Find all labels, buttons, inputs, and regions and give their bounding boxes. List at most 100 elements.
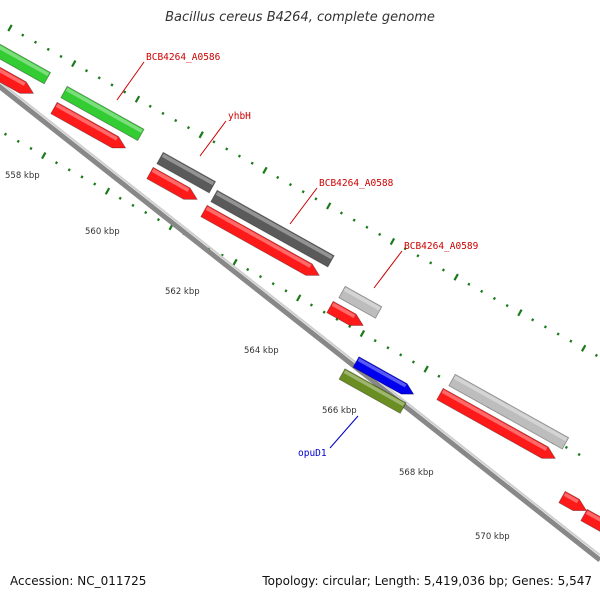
scale-label: 558 kbp <box>5 171 40 181</box>
scale-label: 562 kbp <box>165 287 200 297</box>
gene-red <box>558 490 588 512</box>
outer-tick <box>492 296 496 301</box>
outer-tick <box>480 289 484 293</box>
gene-red-highlight <box>151 168 190 192</box>
outer-tick <box>237 154 242 158</box>
inner-tick <box>232 258 238 266</box>
gene-red-body <box>146 166 198 200</box>
gene-red-body <box>580 508 600 536</box>
scale-label: 570 kbp <box>475 532 510 542</box>
gene-label-leader <box>116 61 145 101</box>
outer-tick <box>517 309 523 317</box>
outer-tick <box>134 95 141 103</box>
scale-label: 560 kbp <box>85 227 120 237</box>
inner-tick <box>411 360 415 364</box>
outer-tick <box>389 237 396 246</box>
inner-tick <box>309 303 314 307</box>
outer-tick <box>174 118 178 123</box>
outer-tick <box>262 166 268 174</box>
inner-tick <box>577 452 581 457</box>
outer-tick <box>505 303 509 308</box>
inner-tick <box>399 353 403 357</box>
gene-red-body <box>50 101 127 149</box>
inner-tick <box>246 267 250 272</box>
outer-tick <box>288 182 293 187</box>
inner-tick <box>564 445 568 450</box>
gene-green-highlight <box>65 87 143 133</box>
inner-tick <box>118 196 122 200</box>
gene-red-body <box>0 61 35 94</box>
gene-red <box>436 387 556 459</box>
gene-green <box>0 38 52 85</box>
gene-light-gray-body <box>448 373 570 450</box>
gene-red <box>0 61 35 94</box>
outer-tick <box>212 140 216 144</box>
inner-tick <box>437 374 441 378</box>
backbone-highlight <box>0 80 600 556</box>
gene-red <box>200 204 320 276</box>
gene-dark-gray-body <box>156 151 217 194</box>
gene-red-body <box>326 300 364 326</box>
gene-blue-highlight <box>357 358 407 388</box>
gene-label: opuD1 <box>298 448 327 459</box>
inner-tick <box>16 139 20 143</box>
outer-tick <box>110 83 114 87</box>
inner-tick <box>80 175 84 179</box>
gene-blue <box>352 356 415 395</box>
outer-tick <box>569 339 573 343</box>
outer-tick <box>161 111 165 116</box>
gene-label: yhbH <box>228 111 251 122</box>
scale-label: 566 kbp <box>322 406 357 416</box>
outer-tick <box>416 254 420 258</box>
gene-label-leader <box>289 187 318 225</box>
inner-tick <box>348 324 352 329</box>
gene-olive-highlight <box>343 370 405 407</box>
inner-tick <box>322 310 326 314</box>
gene-red-body <box>436 387 556 459</box>
outer-tick <box>250 161 254 165</box>
inner-tick <box>359 329 366 338</box>
accession-text: Accession: NC_011725 <box>10 574 147 588</box>
gene-light-gray <box>448 373 570 450</box>
gene-dark-gray-highlight <box>161 153 215 186</box>
inner-tick <box>29 146 33 151</box>
inner-tick <box>104 187 111 195</box>
gene-red-highlight <box>585 510 600 528</box>
gene-dark-gray-body <box>210 189 335 268</box>
gene-label: BCB4264_A0586 <box>146 52 221 63</box>
inner-tick <box>258 274 263 279</box>
gene-green <box>60 85 145 142</box>
inner-tick <box>284 289 288 293</box>
outer-tick <box>84 69 89 73</box>
outer-tick <box>71 59 77 68</box>
gene-red-body <box>200 204 320 276</box>
outer-tick <box>198 131 204 139</box>
map-title: Bacillus cereus B4264, complete genome <box>165 10 435 25</box>
inner-tick <box>54 161 59 165</box>
outer-tick <box>123 90 127 94</box>
inner-tick <box>3 132 8 136</box>
inner-tick <box>271 282 275 286</box>
gene-red-highlight <box>0 63 26 86</box>
inner-tick <box>386 346 390 350</box>
inner-tick <box>41 151 47 160</box>
inner-tick <box>335 317 339 321</box>
gene-light-gray-body <box>338 285 383 319</box>
outer-tick <box>365 225 369 229</box>
outer-tick <box>378 232 382 237</box>
gene-red <box>146 166 198 200</box>
gene-dark-gray-highlight <box>215 191 333 260</box>
gene-light-gray <box>338 285 383 319</box>
gene-red-highlight <box>441 389 548 451</box>
gene-red-highlight <box>331 302 356 319</box>
inner-tick <box>423 365 429 373</box>
gene-label-leader <box>199 120 227 157</box>
outer-tick <box>326 202 332 210</box>
gene-label: BCB4264_A0588 <box>319 178 394 189</box>
inner-tick <box>144 210 148 215</box>
inner-tick <box>131 203 135 208</box>
outer-tick <box>403 247 407 251</box>
gene-green-highlight <box>0 40 50 77</box>
outer-tick <box>33 40 38 44</box>
outer-tick <box>186 126 191 130</box>
